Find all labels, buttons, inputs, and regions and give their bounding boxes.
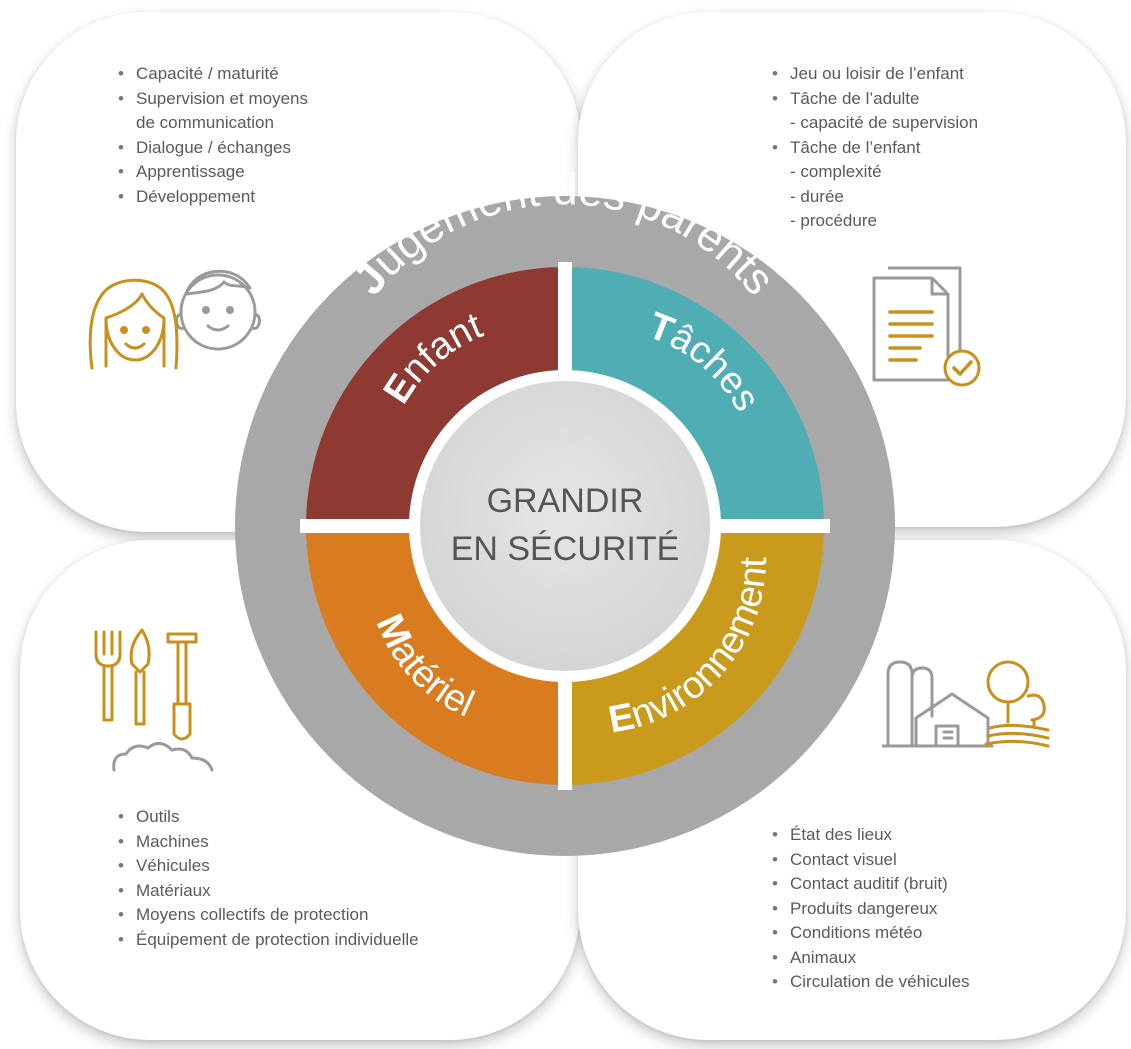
list-item: Dialogue / échanges xyxy=(116,136,308,161)
list-item: Produits dangereux xyxy=(770,897,970,922)
list-environnement: État des lieuxContact visuelContact audi… xyxy=(770,823,970,995)
list-item: Circulation de véhicules xyxy=(770,970,970,995)
list-item: Apprentissage xyxy=(116,160,308,185)
list-item-continuation: - complexité xyxy=(790,162,882,181)
list-item: Capacité / maturité xyxy=(116,62,308,87)
checklist-document-icon xyxy=(872,266,981,387)
list-item: Animaux xyxy=(770,946,970,971)
list-item: Véhicules xyxy=(116,854,419,879)
list-item: Tâche de l’enfant xyxy=(770,136,978,161)
garden-tools-icon xyxy=(94,628,214,772)
list-enfant: Capacité / maturitéSupervision et moyens… xyxy=(116,62,308,209)
center-line-1: GRANDIR xyxy=(487,482,644,520)
list-item: Jeu ou loisir de l’enfant xyxy=(770,62,978,87)
list-item: Conditions météo xyxy=(770,921,970,946)
list-item: Contact visuel xyxy=(770,848,970,873)
list-item-continuation: - procédure xyxy=(790,211,877,230)
list-item-continuation: - durée xyxy=(790,186,844,206)
center-line-2: EN SÉCURITÉ xyxy=(451,530,680,568)
list-item: Supervision et moyens xyxy=(116,87,308,112)
list-item: Développement xyxy=(116,185,308,210)
list-item-continuation: - capacité de supervision xyxy=(790,113,979,132)
list-item: État des lieux xyxy=(770,823,970,848)
list-item: Moyens collectifs de protection xyxy=(116,903,419,928)
list-item-continuation: de communication xyxy=(136,113,274,132)
list-item: Contact auditif (bruit) xyxy=(770,872,970,897)
list-item: Équipement de protection individuelle xyxy=(116,928,419,953)
farm-landscape-icon xyxy=(882,660,1050,748)
list-materiel: OutilsMachinesVéhiculesMatériauxMoyens c… xyxy=(116,805,419,952)
list-item: Machines xyxy=(116,830,419,855)
list-item: Tâche de l’adulte xyxy=(770,87,978,112)
list-taches: Jeu ou loisir de l’enfantTâche de l’adul… xyxy=(770,62,978,234)
children-faces-icon xyxy=(88,269,261,370)
list-item: Outils xyxy=(116,805,419,830)
center-circle xyxy=(420,381,710,671)
list-item: Matériaux xyxy=(116,879,419,904)
